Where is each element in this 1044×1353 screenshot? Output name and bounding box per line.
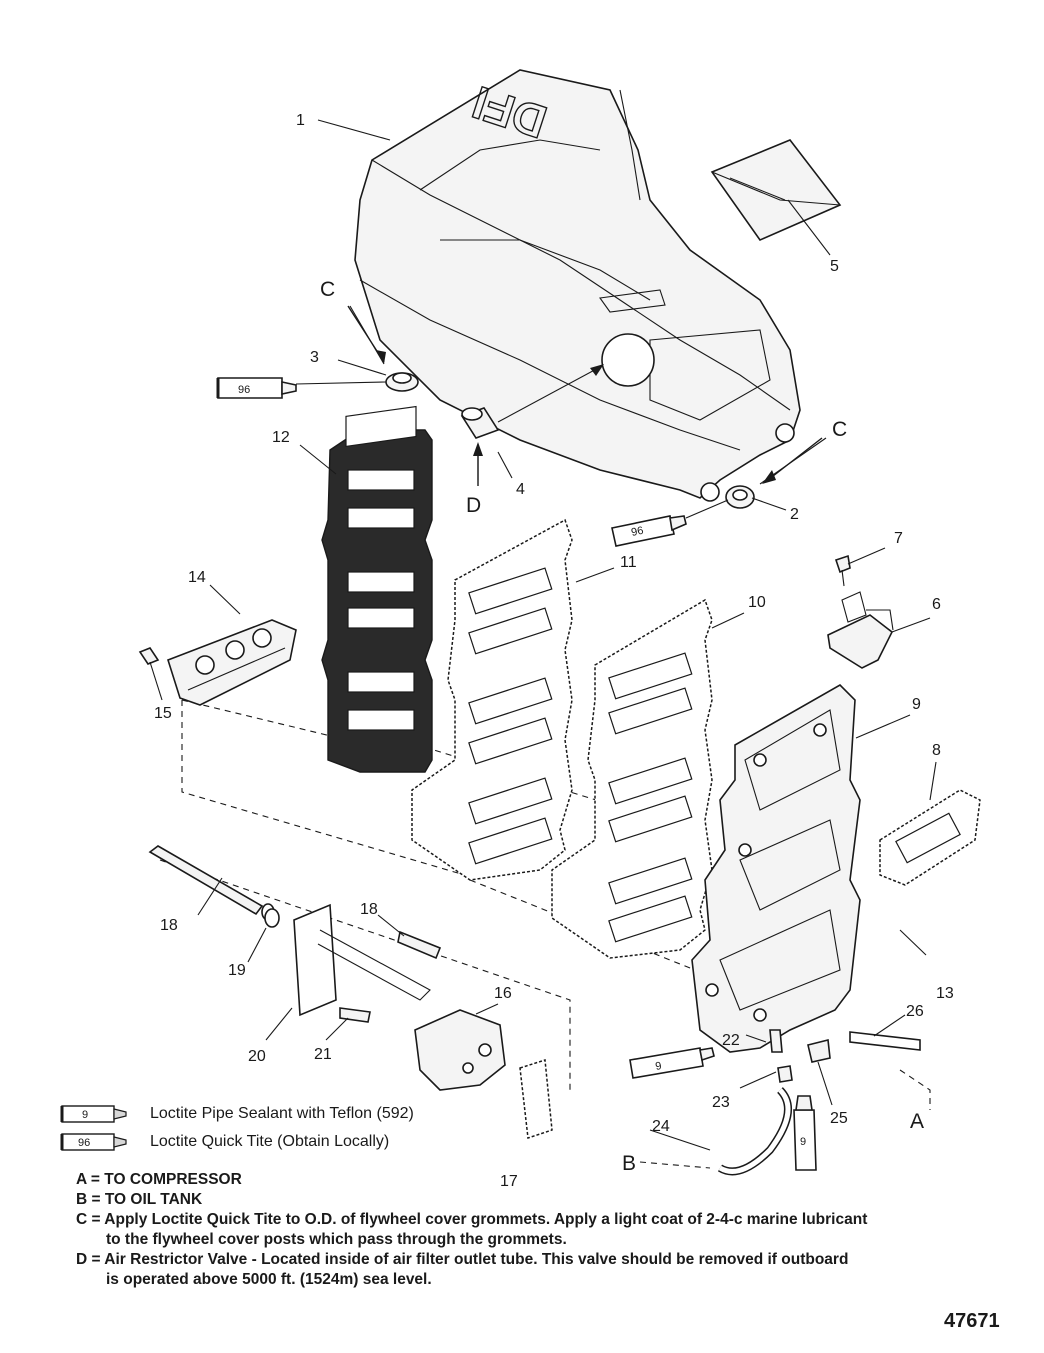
callout-10: 10: [748, 594, 766, 611]
legend-code-9: 9: [82, 1109, 88, 1121]
callout-21: 21: [314, 1046, 332, 1063]
screw-15: [138, 647, 160, 665]
note-a: A = TO COMPRESSOR: [76, 1171, 242, 1188]
bolt-21: [339, 1007, 371, 1023]
callout-23: 23: [712, 1094, 730, 1111]
callout-1: 1: [296, 112, 305, 129]
tube-26: [849, 1031, 921, 1051]
callout-12: 12: [272, 429, 290, 446]
note-d-continued: is operated above 5000 ft. (1524m) sea l…: [106, 1271, 432, 1288]
manifold-housing: [691, 684, 861, 1053]
legend-row-96: 96 Loctite Quick Tite (Obtain Locally): [60, 1128, 414, 1156]
valve-16: [414, 1009, 506, 1091]
gasket-10: [551, 598, 713, 959]
loctite-tube-96-left: 96: [216, 377, 297, 399]
screw-7: [834, 554, 851, 587]
long-bolt-18: [148, 845, 275, 921]
tube-code-96-left: 96: [238, 384, 250, 396]
bolt-18-short: [397, 930, 442, 960]
callout-25: 25: [830, 1110, 848, 1127]
callout-15: 15: [154, 705, 172, 722]
decal-part: [710, 139, 842, 241]
callout-d: D: [466, 494, 481, 517]
callout-20: 20: [248, 1048, 266, 1065]
callout-labels: 1 2 3 4 5 6 7 8 9 10 11 12 13 14 15 16 1…: [154, 112, 954, 1190]
figure-number: 47671: [944, 1310, 1000, 1332]
fittings-22-25: [717, 1029, 831, 1176]
bracket-6: [827, 591, 894, 669]
callout-11: 11: [620, 554, 637, 571]
callout-16: 16: [494, 985, 512, 1002]
gasket-17: [519, 1059, 553, 1140]
callout-14: 14: [188, 569, 206, 586]
callout-24: 24: [652, 1118, 670, 1135]
flywheel-cover: DFI: [354, 69, 801, 502]
callout-22: 22: [722, 1032, 740, 1049]
legend-row-9: 9 Loctite Pipe Sealant with Teflon (592): [60, 1100, 414, 1128]
callout-5: 5: [830, 258, 839, 275]
callout-8: 8: [932, 742, 941, 759]
loctite-tube-96-right: 96: [611, 515, 687, 547]
tube-code-9-left: 9: [654, 1060, 662, 1073]
loctite-tube-icon: 96: [60, 1133, 127, 1151]
callout-3: 3: [310, 349, 319, 366]
grommet-3: [385, 372, 419, 392]
notes: A = TO COMPRESSOR B = TO OIL TANK C = Ap…: [76, 1170, 1006, 1290]
loctite-tube-9-left: 9: [629, 1047, 715, 1079]
cover-gasket-8: [879, 789, 981, 886]
gasket-11: [411, 518, 573, 881]
loctite-tube-icon: 9: [60, 1105, 127, 1123]
callout-4: 4: [516, 481, 525, 498]
callout-a: A: [910, 1110, 924, 1133]
callout-17: 17: [500, 1173, 518, 1190]
tube-code-9-vertical: 9: [800, 1136, 806, 1148]
callout-c-right: C: [832, 418, 847, 441]
callout-9: 9: [912, 696, 921, 713]
callout-18b: 18: [360, 901, 378, 918]
grommet-2: [725, 485, 755, 509]
note-b: B = TO OIL TANK: [76, 1191, 203, 1208]
note-c-continued: to the flywheel cover posts which pass t…: [106, 1231, 567, 1248]
legend: 9 Loctite Pipe Sealant with Teflon (592)…: [60, 1100, 414, 1156]
legend-text-9: Loctite Pipe Sealant with Teflon (592): [150, 1105, 414, 1122]
note-c: C = Apply Loctite Quick Tite to O.D. of …: [76, 1211, 868, 1228]
callout-19: 19: [228, 962, 246, 979]
plate-20: [293, 903, 431, 1017]
reed-block-14: [167, 619, 297, 706]
loctite-tube-9-vertical: 9: [793, 1095, 817, 1171]
arrows: [347, 305, 823, 486]
legend-text-96: Loctite Quick Tite (Obtain Locally): [150, 1133, 390, 1150]
callout-2: 2: [790, 506, 799, 523]
callout-b: B: [622, 1152, 636, 1175]
gasket-windows: [347, 469, 415, 731]
callout-26: 26: [906, 1003, 924, 1020]
callout-6: 6: [932, 596, 941, 613]
callout-13: 13: [936, 985, 954, 1002]
note-d: D = Air Restrictor Valve - Located insid…: [76, 1251, 849, 1268]
callout-c-top: C: [320, 278, 335, 301]
legend-code-96: 96: [78, 1137, 90, 1149]
sleeve-4: [460, 407, 500, 439]
callout-7: 7: [894, 530, 903, 547]
washer-19: [264, 908, 280, 928]
callout-18a: 18: [160, 917, 178, 934]
tube-code-96-right: 96: [630, 525, 644, 539]
